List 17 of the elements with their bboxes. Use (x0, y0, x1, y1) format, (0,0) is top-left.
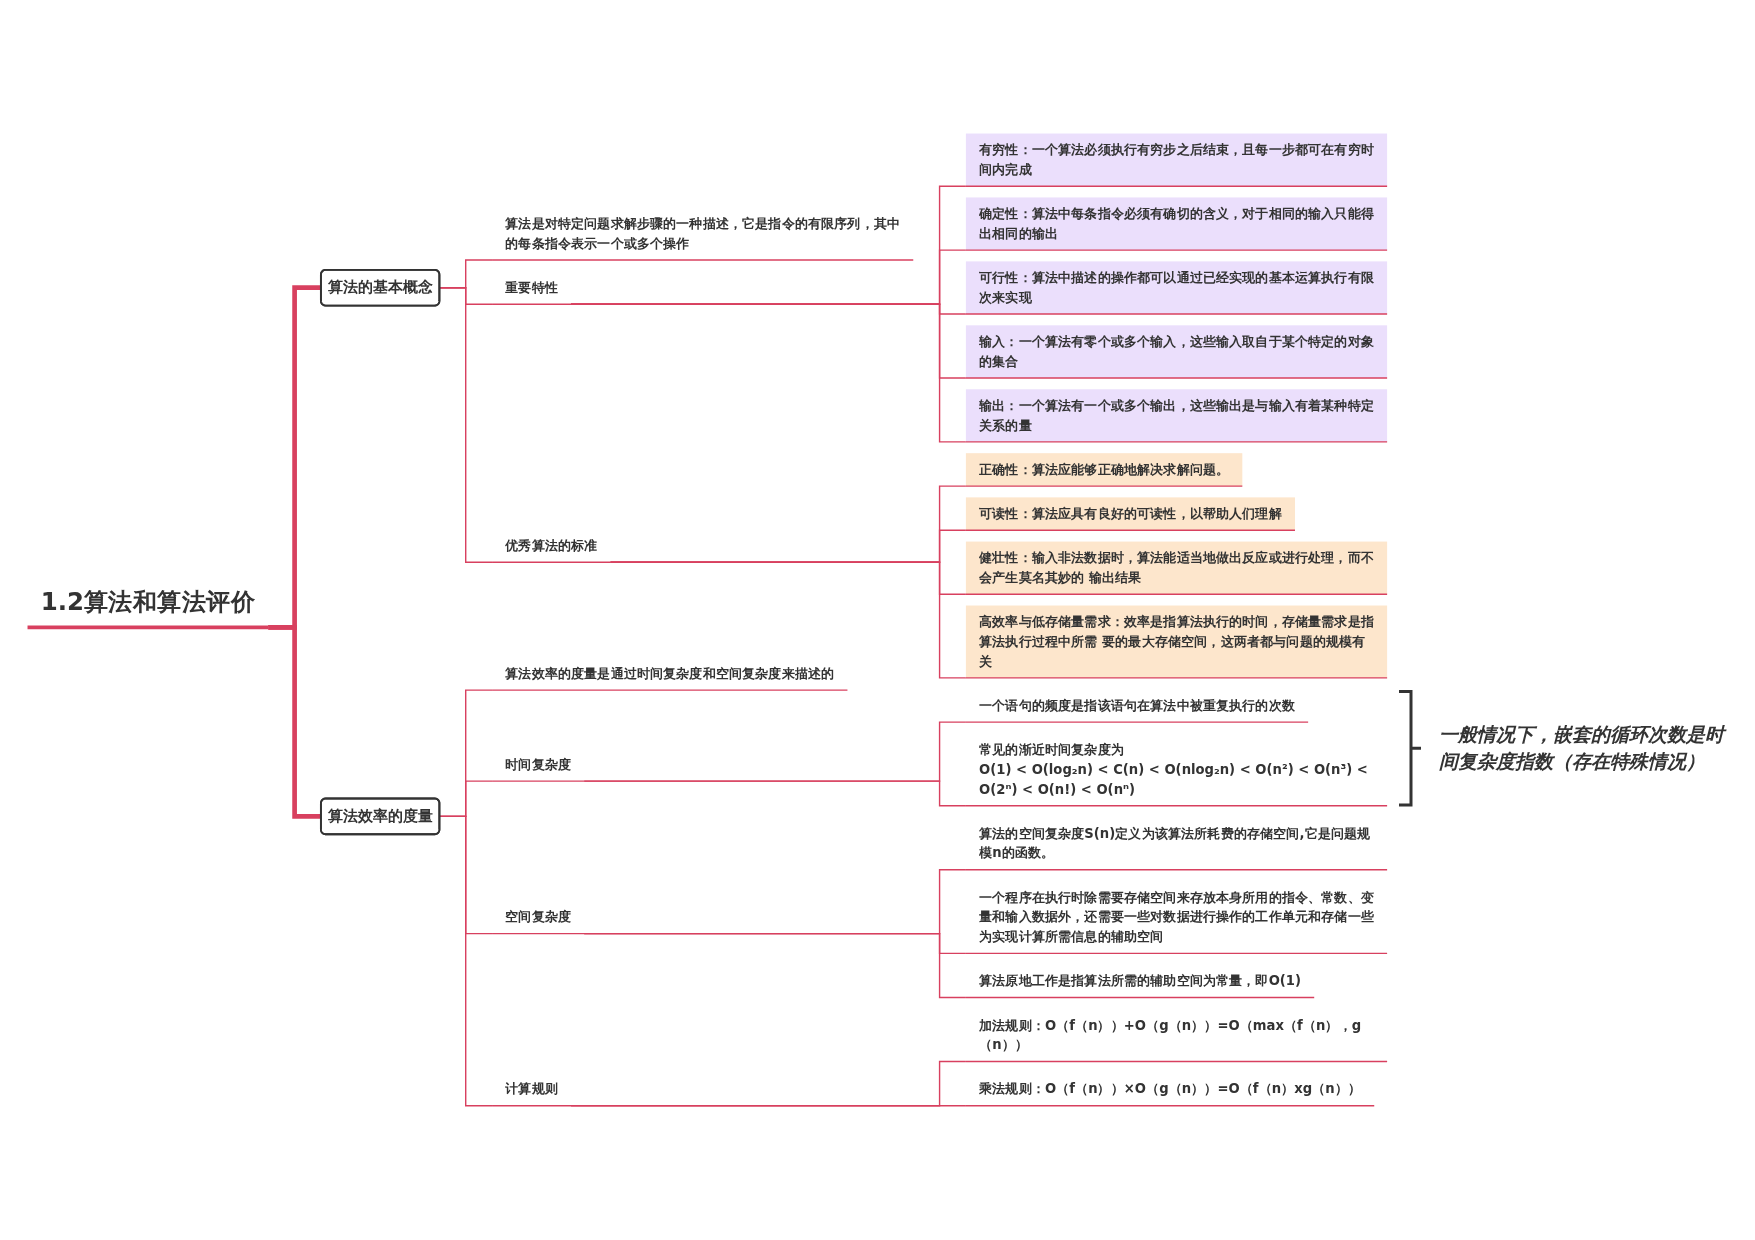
node-box: 可读性：算法应具有良好的可读性，以帮助人们理解 (965, 497, 1296, 532)
connector (570, 1105, 967, 1107)
node-box: 高效率与低存储量需求：效率是指算法执行的时间，存储量需求是指算法执行过程中所需 要的最大存储空间，这两者都与问题的规模有关 (965, 605, 1388, 679)
node-box: 有穷性：一个算法必须执行有穷步之后结束，且每一步都可在有穷时间内完成 (965, 133, 1388, 188)
connector (570, 1061, 967, 1107)
node-box: 输出：一个算法有一个或多个输出，这些输出是与输入有着某种特定关系的量 (965, 388, 1388, 443)
node-box: 健壮性：输入非法数据时，算法能适当地做出反应或进行处理，而不会产生莫名其妙的 输出结果 (965, 541, 1388, 596)
node-box: 正确性：算法应能够正确地解决求解问题。 (965, 452, 1244, 488)
note-text: 一般情况下，嵌套的循环次数是时间复杂度指数（存在特殊情况） (1439, 722, 1728, 774)
connector (609, 561, 967, 679)
connector (583, 933, 967, 999)
connector (268, 625, 321, 820)
connector (570, 303, 967, 443)
connector (583, 780, 967, 807)
node-box: 输入：一个算法有零个或多个输入，这些输入取自于某个特定的对象的集合 (965, 325, 1388, 380)
node-box: 可行性：算法中描述的操作都可以通过已经实现的基本运算执行有限次来实现 (965, 261, 1388, 316)
node-box: 确定性：算法中每条指令必须有确切的含义，对于相同的输入只能得出相同的输出 (965, 197, 1388, 252)
